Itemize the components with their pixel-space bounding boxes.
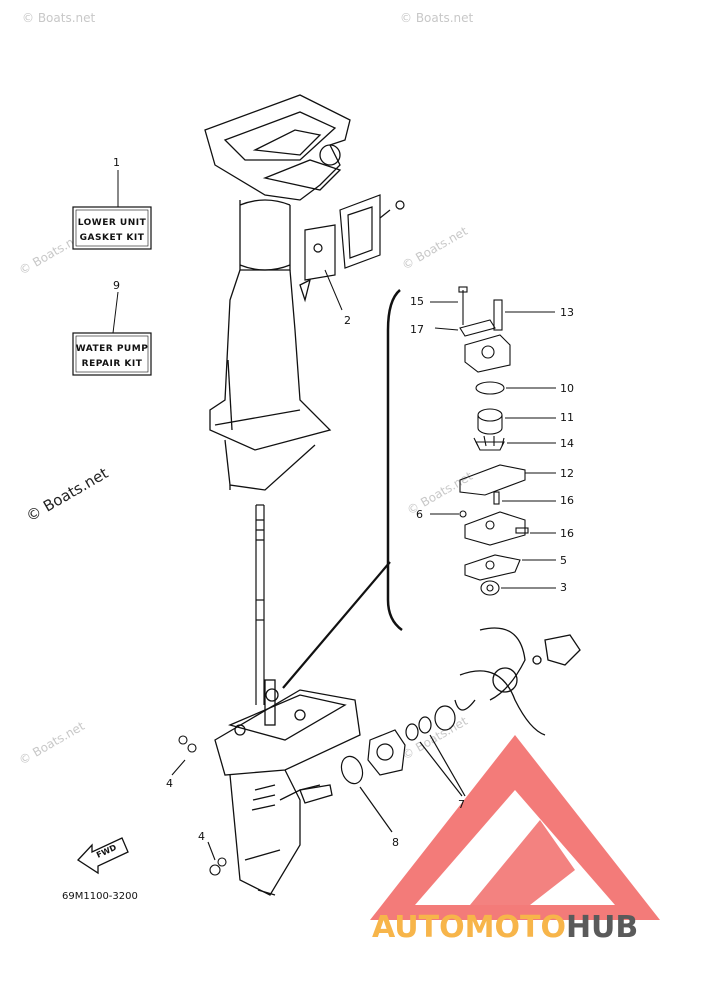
callout-3: 3 (560, 581, 567, 594)
watermark: © Boats.net (17, 719, 88, 768)
callout-4: 4 (166, 777, 173, 790)
part-code: 69M1100-3200 (62, 891, 138, 902)
kit-label-line2: REPAIR KIT (82, 359, 143, 369)
brand-text-hub: HUB (566, 910, 638, 945)
callout-14: 14 (560, 437, 574, 450)
water-pump-repair-kit-box: 9 WATER PUMP REPAIR KIT (72, 279, 152, 376)
watermark: © Boats.net (400, 224, 471, 273)
callout-16: 16 (560, 494, 574, 507)
callout-7: 7 (458, 798, 465, 811)
water-pump-parts: 15 17 13 10 11 14 12 16 (410, 286, 574, 596)
brand-part1: AUTOMOTOHUB (372, 910, 638, 945)
callout-9: 9 (113, 279, 120, 292)
drive-shaft-drawing (255, 504, 265, 705)
watermark-big: © Boats.net (23, 464, 111, 525)
brand-logo-mark (370, 735, 660, 920)
brand-watermark: AUTOMOTOHUB (372, 910, 638, 945)
watermark: © Boats.net (22, 11, 96, 25)
propeller-shaft-housing: 7 (367, 705, 466, 811)
lower-unit-gasket-kit-box: 1 LOWER UNIT GASKET KIT (72, 156, 152, 250)
callout-6: 6 (416, 508, 423, 521)
callout-16: 16 (560, 527, 574, 540)
callout-12: 12 (560, 467, 574, 480)
callout-4: 4 (198, 830, 205, 843)
kit-label-line2: GASKET KIT (80, 233, 145, 243)
part-4-bolts: 4 4 (166, 735, 227, 876)
callout-5: 5 (560, 554, 567, 567)
group-bracket (282, 289, 403, 689)
upper-casing-drawing (204, 94, 351, 491)
callout-2: 2 (344, 314, 351, 327)
callout-8: 8 (392, 836, 399, 849)
propeller-drawing (454, 627, 581, 736)
lower-casing-drawing (214, 679, 361, 896)
callout-10: 10 (560, 382, 574, 395)
kit-label-line1: LOWER UNIT (78, 218, 147, 228)
callout-13: 13 (560, 306, 574, 319)
kit-label-line1: WATER PUMP (76, 344, 149, 354)
callout-1: 1 (113, 156, 120, 169)
part-2-cover: 2 (304, 194, 405, 327)
fwd-arrow: FWD (76, 837, 129, 875)
watermark: © Boats.net (400, 11, 474, 25)
callout-17: 17 (410, 323, 424, 336)
brand-text: AUTOMOTO (372, 910, 566, 945)
part-8-o-ring: 8 (340, 755, 399, 849)
callout-11: 11 (560, 411, 574, 424)
callout-15: 15 (410, 295, 424, 308)
